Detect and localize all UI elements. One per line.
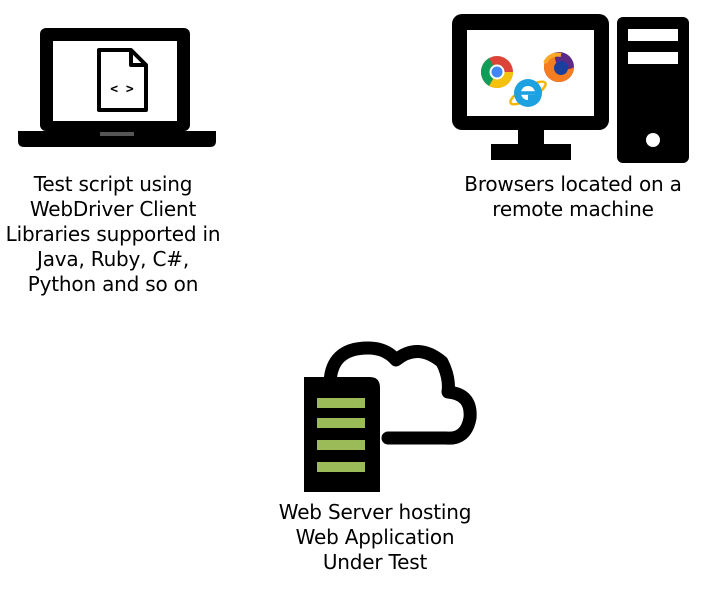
- internet-explorer-icon: [509, 79, 547, 107]
- server-caption-line: Web Application: [295, 525, 455, 549]
- client-caption-line: WebDriver Client: [29, 197, 197, 221]
- client-node: < > Test script using WebDriver Client L…: [0, 0, 240, 300]
- client-caption-line: Test script using: [33, 172, 193, 196]
- server-caption-line: Under Test: [322, 550, 428, 574]
- remote-caption-line: Browsers located on a: [464, 172, 682, 196]
- remote-node: Browsers located on a remote machine: [440, 0, 704, 230]
- server-icon: [304, 377, 380, 492]
- chrome-icon: [480, 56, 513, 89]
- client-caption-line: Python and so on: [27, 272, 199, 296]
- code-glyph: < >: [110, 82, 134, 97]
- cloud-icon: [323, 341, 477, 445]
- client-caption: Test script using WebDriver Client Libra…: [0, 172, 226, 297]
- server-cloud-icon: [304, 341, 477, 492]
- client-caption-line: Java, Ruby, C#,: [37, 247, 189, 271]
- desktop-computer-icon: [452, 14, 689, 163]
- remote-caption-line: remote machine: [492, 197, 654, 221]
- firefox-icon: [543, 52, 574, 82]
- client-caption-line: Libraries supported in: [5, 222, 221, 246]
- server-caption: Web Server hosting Web Application Under…: [262, 500, 488, 575]
- code-file-icon: < >: [97, 48, 148, 112]
- remote-caption: Browsers located on a remote machine: [443, 172, 703, 222]
- server-caption-line: Web Server hosting: [278, 500, 472, 524]
- laptop-icon: < >: [18, 28, 216, 147]
- server-node: Web Server hosting Web Application Under…: [260, 320, 500, 580]
